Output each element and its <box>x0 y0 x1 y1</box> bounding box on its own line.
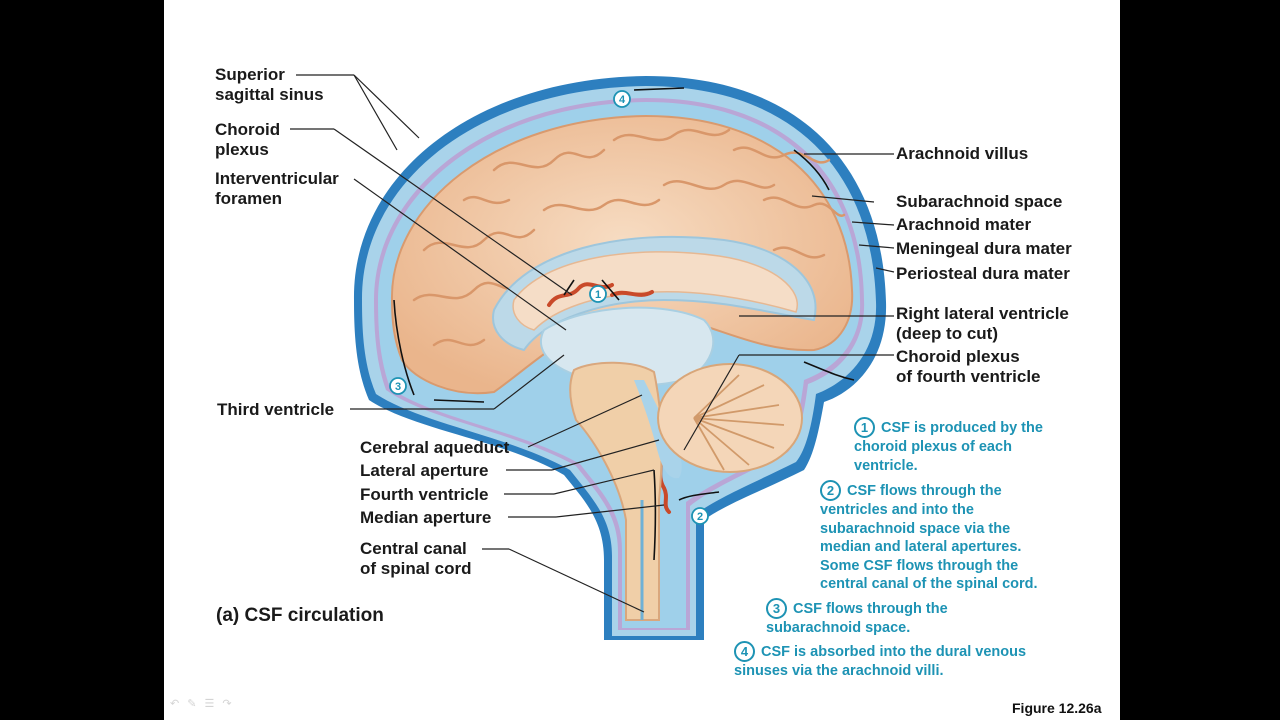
label-cerebral-aqueduct: Cerebral aqueduct <box>360 438 510 457</box>
forward-arrow-icon[interactable]: ↷ <box>222 698 240 710</box>
svg-text:3: 3 <box>395 381 401 393</box>
figure-label: Figure 12.26a <box>1012 700 1102 716</box>
label-meningeal-dura-mater: Meningeal dura mater <box>896 239 1072 258</box>
label-median-aperture: Median aperture <box>360 508 492 527</box>
label-lateral-aperture: Lateral aperture <box>360 461 489 480</box>
brain-diagram: 1 2 3 4 <box>290 74 895 640</box>
menu-icon[interactable]: ☰ <box>204 698 223 710</box>
leader-lines <box>290 74 895 613</box>
brainstem <box>569 361 663 621</box>
marker-4: 4 <box>613 90 631 108</box>
label-fourth-ventricle: Fourth ventricle <box>360 485 489 504</box>
diagram-caption: (a) CSF circulation <box>216 605 384 626</box>
svg-text:1: 1 <box>595 289 601 301</box>
svg-text:2: 2 <box>697 511 703 523</box>
marker-3: 3 <box>389 377 407 395</box>
svg-text:4: 4 <box>619 94 626 106</box>
marker-2: 2 <box>691 507 709 525</box>
label-third-ventricle: Third ventricle <box>217 400 335 419</box>
cerebellum <box>657 363 803 473</box>
csf-flow-arrows <box>393 87 855 561</box>
label-periosteal-dura-mater: Periosteal dura mater <box>896 264 1070 283</box>
label-arachnoid-mater: Arachnoid mater <box>896 215 1032 234</box>
diagram-markers: 1 2 3 4 <box>389 90 709 525</box>
label-subarachnoid-space: Subarachnoid space <box>896 192 1063 211</box>
fourth-ventricle <box>634 380 682 479</box>
corpus-callosum <box>512 251 798 331</box>
back-arrow-icon[interactable]: ↶ <box>170 698 188 710</box>
slide-toolbar: ↶✎☰↷ <box>170 697 240 710</box>
pen-icon[interactable]: ✎ <box>187 698 205 710</box>
marker-1: 1 <box>589 285 607 303</box>
label-right-lateral-ventricle: Right lateral ventricle(deep to cut) <box>896 304 1069 343</box>
label-arachnoid-villus: Arachnoid villus <box>896 144 1029 163</box>
gyri-lines <box>412 128 846 347</box>
